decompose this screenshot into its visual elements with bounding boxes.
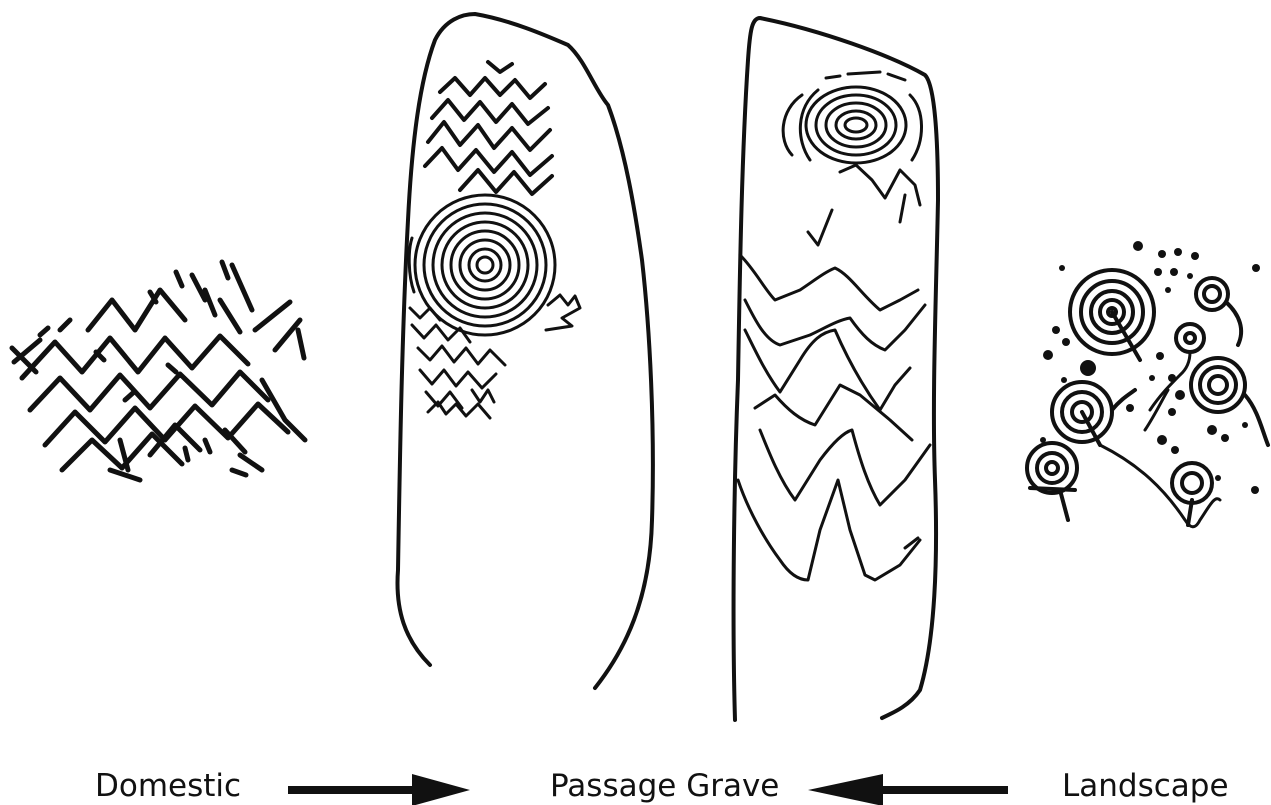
passage-grave-stone-left xyxy=(397,14,652,688)
arrow-domestic-to-passage-grave xyxy=(288,774,470,805)
arrow-landscape-to-passage-grave xyxy=(808,774,1008,805)
domestic-motif xyxy=(12,262,305,480)
passage-grave-stone-right xyxy=(734,18,938,720)
label-passage-grave: Passage Grave xyxy=(550,768,779,804)
label-landscape: Landscape xyxy=(1062,768,1229,804)
landscape-motif xyxy=(1027,241,1268,527)
label-domestic: Domestic xyxy=(95,768,241,804)
